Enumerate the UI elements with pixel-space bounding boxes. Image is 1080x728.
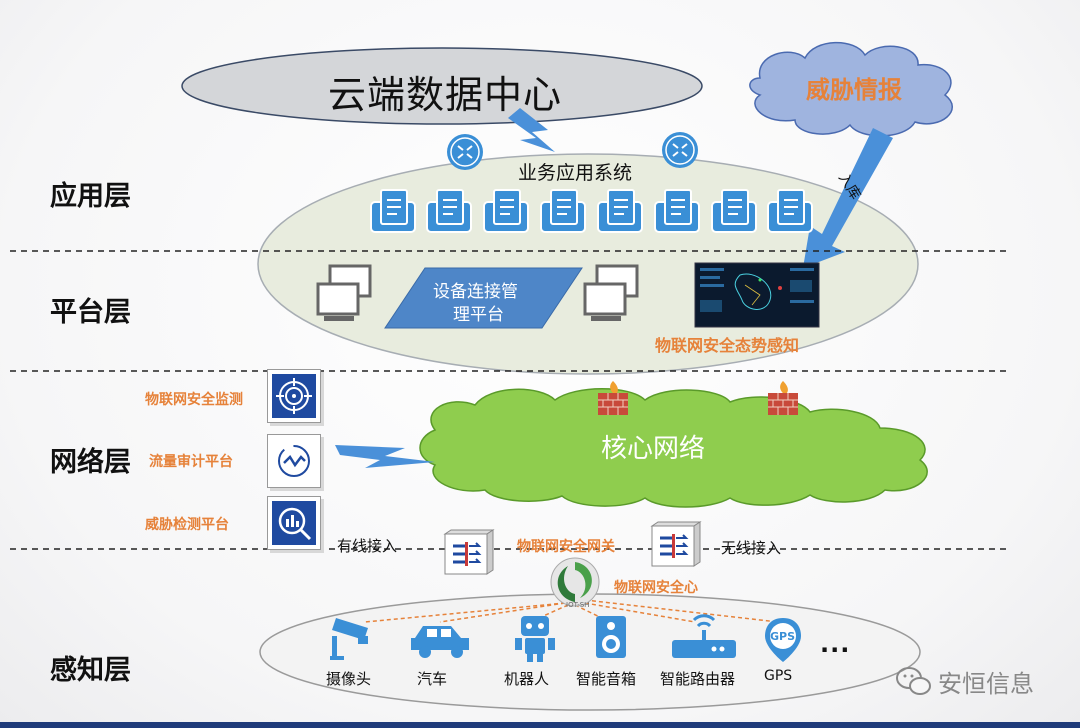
situation-awareness-dashboard xyxy=(694,262,820,328)
car-icon xyxy=(411,626,469,658)
layer-network: 网络层 xyxy=(50,447,131,478)
lightning-bolt-top xyxy=(508,108,555,152)
cloud-data-center-title: 云端数据中心 xyxy=(328,73,563,117)
device-label-robot: 机器人 xyxy=(504,670,550,688)
computer-icon xyxy=(316,264,372,321)
security-center-logo-text: IOT-SH xyxy=(566,601,590,609)
router-icon xyxy=(447,134,483,170)
layer-application: 应用层 xyxy=(50,181,131,212)
traffic-audit-label: 流量审计平台 xyxy=(149,454,233,470)
firewall-icon xyxy=(598,381,628,415)
device-label-gps: GPS xyxy=(764,668,793,684)
device-label-speaker: 智能音箱 xyxy=(576,670,637,688)
watermark-text: 安恒信息 xyxy=(938,670,1034,698)
device-label-camera: 摄像头 xyxy=(326,670,372,688)
core-network-cloud xyxy=(419,388,928,508)
speaker-icon xyxy=(596,616,626,658)
robot-icon xyxy=(515,616,555,662)
gateway-icon xyxy=(443,529,495,575)
bottom-bar xyxy=(0,722,1080,728)
device-mgmt-label-line2: 理平台 xyxy=(453,305,504,325)
device-mgmt-label-line1: 设备连接管 xyxy=(433,282,518,302)
lightning-bolt-network xyxy=(335,445,435,468)
gps-badge-text: GPS xyxy=(770,630,796,643)
security-center-label: 物联网安全心 xyxy=(614,580,698,596)
app-server-icons xyxy=(370,189,813,233)
ellipsis: ... xyxy=(820,630,851,658)
import-arrow xyxy=(803,128,893,268)
device-connections xyxy=(364,599,779,623)
cloud-data-center-ellipse xyxy=(181,47,703,125)
wired-access-label: 有线接入 xyxy=(337,537,398,555)
security-monitoring-label: 物联网安全监测 xyxy=(145,392,243,408)
layer-platform: 平台层 xyxy=(50,297,131,328)
device-label-router: 智能路由器 xyxy=(660,670,736,688)
traffic-audit-icon xyxy=(267,434,321,488)
device-mgmt-platform-shape xyxy=(384,267,583,329)
threat-intel-cloud xyxy=(749,41,953,137)
firewall-icon xyxy=(768,381,798,415)
gps-icon xyxy=(765,618,801,662)
core-network-label: 核心网络 xyxy=(601,434,706,464)
wechat-icon xyxy=(896,667,931,695)
business-system-label: 业务应用系统 xyxy=(518,162,633,184)
threat-detection-icon xyxy=(267,496,321,550)
wireless-access-label: 无线接入 xyxy=(721,539,782,557)
router-icon xyxy=(662,132,698,168)
threat-detection-label: 威胁检测平台 xyxy=(145,517,229,533)
security-gateway-label: 物联网安全网关 xyxy=(517,539,615,555)
threat-intel-label: 威胁情报 xyxy=(806,76,902,104)
gateway-icon xyxy=(650,521,702,567)
router-device-icon xyxy=(672,614,736,658)
camera-icon xyxy=(330,618,368,660)
security-center-logo xyxy=(550,557,600,607)
computer-icon xyxy=(583,264,639,321)
security-monitoring-icon xyxy=(267,369,321,423)
situation-awareness-label: 物联网安全态势感知 xyxy=(655,336,800,355)
layer-perception: 感知层 xyxy=(50,655,131,686)
device-label-car: 汽车 xyxy=(417,670,448,688)
